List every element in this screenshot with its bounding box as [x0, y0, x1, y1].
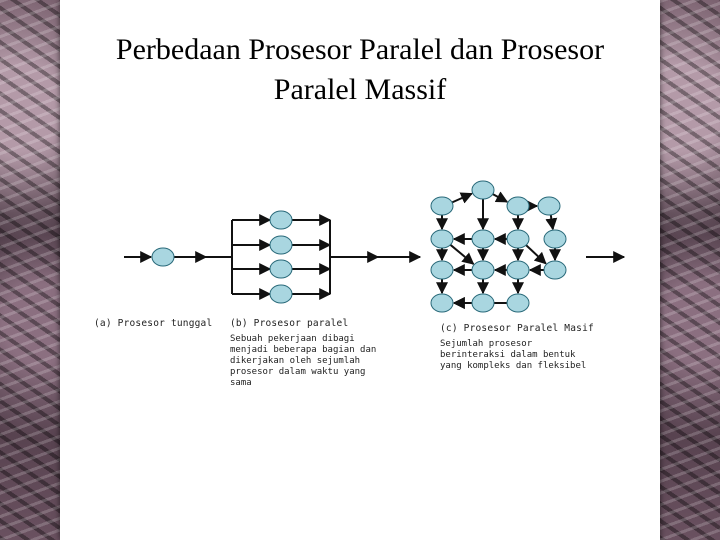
slide-title: Perbedaan Prosesor Paralel dan Prosesor … — [60, 30, 660, 110]
caption-single-processor: (a) Prosesor tunggal — [94, 318, 213, 329]
parallel-processor-node — [269, 235, 293, 255]
mesh-processor-node — [537, 196, 561, 216]
slide: Perbedaan Prosesor Paralel dan Prosesor … — [60, 0, 660, 540]
marble-border-right — [660, 0, 720, 540]
description-parallel: Sebuah pekerjaan dibagi menjadi beberapa… — [230, 334, 377, 388]
mesh-processor-node — [430, 196, 454, 216]
marble-border-left — [0, 0, 60, 540]
mesh-processor-node — [506, 293, 530, 313]
mesh-processor-node — [506, 196, 530, 216]
processor-diagram: (a) Prosesor tunggal (b) Prosesor parale… — [74, 158, 648, 410]
parallel-processor-node — [269, 284, 293, 304]
diagram-canvas — [124, 180, 626, 313]
mesh-processor-node — [430, 229, 454, 249]
mesh-connection-arrow — [450, 192, 473, 204]
mesh-processor-node — [471, 229, 495, 249]
single-processor-node — [151, 247, 175, 267]
mesh-processor-node — [506, 260, 530, 280]
mesh-connection-arrow — [524, 244, 547, 265]
caption-parallel-processor: (b) Prosesor paralel — [230, 318, 349, 329]
mesh-processor-node — [471, 260, 495, 280]
mesh-processor-node — [430, 260, 454, 280]
mesh-connection-arrow — [545, 214, 558, 231]
mesh-processor-node — [471, 293, 495, 313]
mesh-processor-node — [543, 229, 567, 249]
caption-massively-parallel: (c) Prosesor Paralel Masif — [440, 323, 594, 334]
parallel-processor-node — [269, 259, 293, 279]
mesh-processor-node — [543, 260, 567, 280]
parallel-processor-node — [269, 210, 293, 230]
mesh-processor-node — [506, 229, 530, 249]
description-massively-parallel: Sejumlah prosesor berinteraksi dalam ben… — [440, 339, 587, 371]
title-line-1: Perbedaan Prosesor Paralel dan Prosesor — [115, 33, 605, 66]
mesh-processor-node — [430, 293, 454, 313]
mesh-processor-node — [471, 180, 495, 200]
mesh-connection-arrow — [491, 191, 509, 203]
mesh-connection-arrow — [449, 243, 475, 265]
title-line-2: Paralel Massif — [273, 73, 447, 106]
